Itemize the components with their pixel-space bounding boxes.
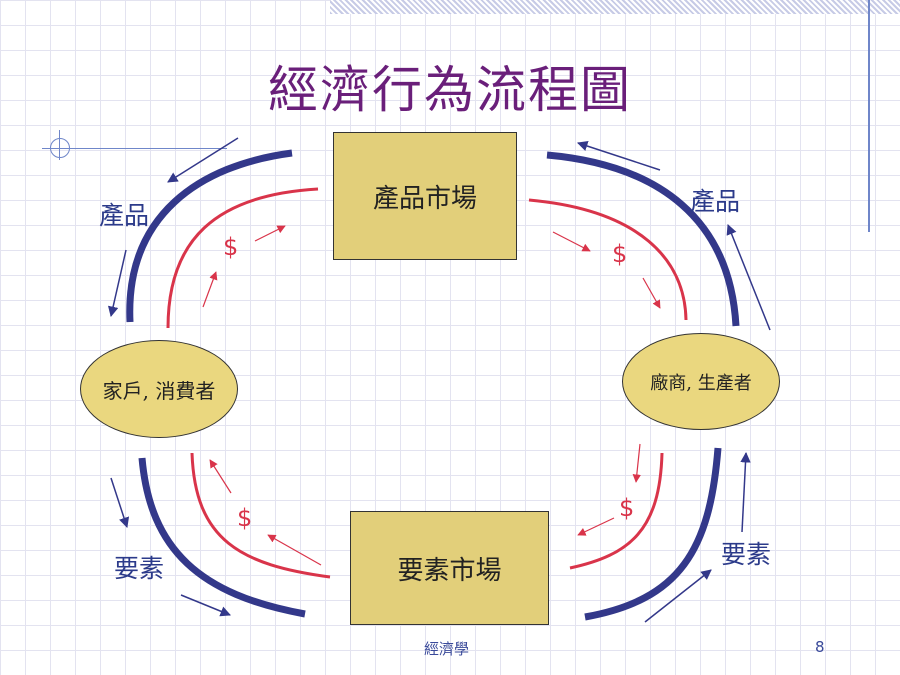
product-market-box: 產品市場 [333,132,517,260]
arrow-icon [644,569,712,623]
money-flow-arc-top-left [166,187,319,329]
factor-flow-label-left: 要素 [114,554,165,583]
arrow-icon [632,443,641,483]
factor-flow-arc-left [138,457,306,618]
footer-text: 經濟學 [424,640,470,658]
decoration-circle-icon [50,138,70,158]
money-symbol-top-right: $ [612,240,628,268]
arrow-icon [202,271,218,308]
arrow-icon [254,225,286,242]
arrow-icon [642,277,661,309]
arrow-icon [726,224,771,331]
households-node: 家戶, 消費者 [80,340,238,438]
arrow-icon [552,231,591,252]
product-flow-label-right: 產品 [690,187,741,216]
arrow-icon [167,137,239,183]
money-symbol-top-left: $ [223,233,239,261]
factor-flow-arc-right [584,447,722,621]
decoration-circle-stem [59,130,60,160]
arrow-icon [577,140,661,171]
product-flow-arc-right [546,151,740,327]
product-flow-label-left: 產品 [99,201,150,230]
arrow-icon [110,477,130,528]
decoration-vertical-line [868,0,870,232]
money-symbol-bottom-right: $ [619,494,635,522]
decoration-horizontal-line [42,148,227,149]
arrow-icon [577,517,615,536]
arrow-icon [107,249,127,318]
slide-title: 經濟行為流程圖 [268,61,632,119]
product-flow-arc-left [126,149,293,323]
arrow-icon [267,534,322,566]
firms-node: 廠商, 生產者 [622,333,780,430]
arrow-icon [209,459,232,494]
money-flow-arc-bottom-left [190,452,331,579]
money-flow-arc-bottom-right [569,452,664,570]
header-decoration-bar [330,0,900,14]
money-symbol-bottom-left: $ [237,504,253,532]
arrow-icon [180,594,231,617]
arrow-icon [740,451,751,533]
factor-flow-label-right: 要素 [721,540,772,569]
factor-market-box: 要素市場 [350,511,549,625]
money-flow-arc-top-right [528,198,688,321]
page-number: 8 [815,638,825,656]
